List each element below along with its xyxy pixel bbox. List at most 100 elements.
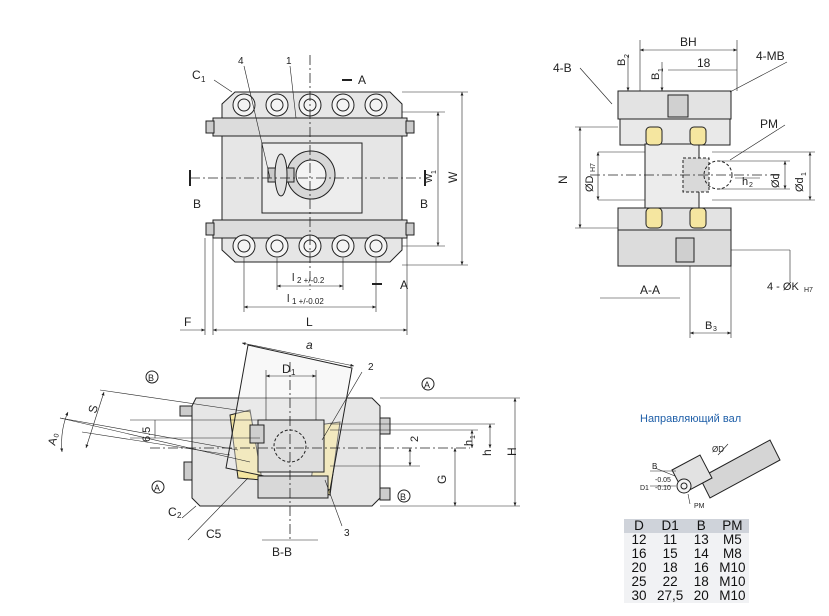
label-4mb: 4-MB [756, 49, 785, 63]
section-a-a [575, 40, 815, 338]
table-cell: 22 [654, 575, 687, 589]
label-h2: h [742, 176, 748, 188]
label-s: S [85, 403, 101, 414]
guide-shaft-drawing [650, 439, 781, 505]
label-shaft-tol-hi: -0.05 [655, 477, 671, 484]
bottom-bolt-holes [232, 234, 388, 258]
label-1: 1 [286, 56, 292, 67]
label-shaft-d1: D1 [640, 485, 649, 492]
guide-shaft-labels: Направляющий вал ØD B D1 -0.05 -0.10 PM [640, 413, 741, 510]
label-h1: h [463, 440, 475, 446]
aa-lower-block [617, 207, 732, 231]
table-cell: 16 [624, 547, 654, 561]
label-shaft-tol-lo: -0.10 [655, 485, 671, 492]
svg-text:1: 1 [431, 170, 438, 174]
svg-text:2: 2 [177, 511, 182, 520]
circle-b-2: B [400, 492, 406, 502]
table-cell: 13 [686, 533, 717, 547]
top-bolt-holes [232, 93, 388, 117]
label-shaft-od: ØD [712, 445, 724, 454]
section-b-b-labels: a D 1 2 S A 0 6.5 2 h 1 h H G C 2 C5 3 B… [46, 338, 519, 559]
table-cell: 18 [654, 561, 687, 575]
label-g: G [435, 475, 449, 484]
label-a-top: A [358, 73, 366, 87]
label-od: Ød [770, 173, 782, 188]
table-cell: 12 [624, 533, 654, 547]
table-cell: 18 [686, 575, 717, 589]
table-cell: 14 [686, 547, 717, 561]
col-header: D [624, 519, 654, 533]
table-cell: 20 [686, 589, 717, 603]
svg-text:1: 1 [470, 435, 477, 439]
label-l: L [306, 315, 313, 329]
label-pm: PM [760, 117, 778, 131]
top-view [180, 55, 468, 335]
table-cell: 25 [624, 575, 654, 589]
label-18: 18 [697, 56, 711, 70]
svg-text:3: 3 [713, 326, 717, 333]
label-h-small: h [480, 449, 494, 456]
label-3-part: 3 [344, 528, 350, 539]
svg-text:0: 0 [53, 433, 61, 439]
label-f: F [184, 315, 191, 329]
svg-text:2: 2 [624, 54, 631, 58]
svg-text:1: 1 [201, 75, 206, 84]
label-bh: BH [680, 35, 697, 49]
table-cell: 27,5 [654, 589, 687, 603]
label-d1: D [282, 362, 291, 376]
label-dh7: ØD [584, 175, 596, 192]
table-cell: M5 [716, 533, 749, 547]
label-k: 4 - ØK [767, 281, 799, 293]
section-a-a-labels: BH 4-MB 4-B B 2 B 1 18 PM N ØD H7 h 2 Ød… [553, 35, 813, 333]
col-header: PM [716, 519, 749, 533]
table-header-row: D D1 B PM [624, 519, 749, 533]
label-w: W [446, 171, 460, 183]
label-a0: A [46, 436, 60, 447]
label-4b: 4-B [553, 61, 572, 75]
svg-text:H7: H7 [804, 287, 813, 294]
label-b2: B [616, 59, 628, 66]
svg-text:1: 1 [291, 368, 296, 377]
col-header: D1 [654, 519, 687, 533]
svg-text:2: 2 [749, 182, 753, 189]
label-od1: Ød [794, 177, 806, 192]
label-b1: B [650, 73, 662, 80]
col-header: B [686, 519, 717, 533]
label-aa: A-A [640, 283, 660, 297]
table-cell: M10 [716, 575, 749, 589]
label-4: 4 [238, 56, 244, 67]
table-cell: M8 [716, 547, 749, 561]
label-l1: l [287, 293, 289, 305]
label-6-5: 6.5 [141, 427, 153, 442]
label-b3: B [705, 320, 712, 332]
svg-text:H7: H7 [590, 163, 597, 172]
label-a: a [306, 338, 313, 352]
table-cell: 16 [686, 561, 717, 575]
label-c5: C5 [206, 527, 222, 541]
svg-text:1: 1 [801, 172, 808, 176]
table-cell: 20 [624, 561, 654, 575]
circle-a-1: A [424, 380, 430, 390]
label-b-right: B [420, 197, 428, 211]
table-cell: 15 [654, 547, 687, 561]
table-cell: 30 [624, 589, 654, 603]
label-l2: l [292, 272, 294, 284]
label-w1: W [424, 173, 435, 183]
guide-shaft-title: Направляющий вал [640, 413, 741, 425]
label-c2: C [168, 505, 177, 519]
circle-b-1: B [148, 373, 154, 383]
label-dim-2: 2 [409, 436, 421, 442]
label-a-bottom: A [400, 278, 408, 292]
table-cell: 11 [654, 533, 687, 547]
svg-text:1: 1 [658, 68, 665, 72]
svg-text:1 +/-0.02: 1 +/-0.02 [292, 297, 324, 306]
svg-text:2 +/-0.2: 2 +/-0.2 [297, 276, 325, 285]
circle-a-2: A [154, 483, 160, 493]
table-cell: M10 [716, 589, 749, 603]
